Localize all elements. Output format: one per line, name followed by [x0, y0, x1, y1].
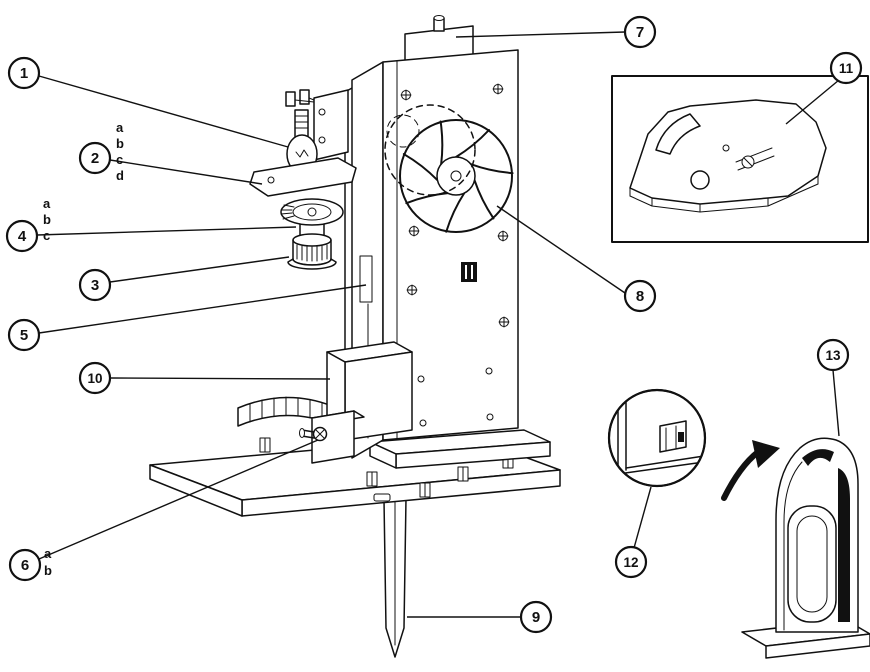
callout-12-label: 12	[623, 555, 638, 570]
switch	[461, 262, 477, 282]
fan	[384, 104, 514, 233]
dashed-detail-circle	[384, 104, 476, 196]
main-assembly	[149, 15, 561, 658]
callout-5: 5	[7, 318, 41, 352]
callout-11-label: 11	[839, 61, 854, 76]
callout-8-label: 8	[636, 288, 644, 305]
callout-13-label: 13	[825, 348, 841, 363]
callout-7-label: 7	[636, 24, 644, 41]
callout-2-label: 2	[91, 150, 99, 167]
callout-4-label: 4	[18, 228, 27, 245]
callout-6-sub-a: a	[44, 546, 52, 561]
callout-9-label: 9	[532, 609, 540, 626]
panel-screws	[400, 83, 510, 427]
lamp-bracket	[249, 157, 357, 197]
callout-3-label: 3	[91, 277, 99, 294]
callout-8: 8	[623, 279, 657, 313]
callout-11: 11	[829, 51, 863, 85]
callout-7: 7	[623, 15, 657, 49]
callout-4-sub-a: a	[43, 196, 51, 211]
callout-2-sub-d: d	[116, 168, 124, 183]
callout-4-sub-c: c	[43, 228, 50, 243]
callout-2-sub-a: a	[116, 120, 124, 135]
callout-1-label: 1	[20, 65, 28, 82]
clamp-block	[299, 410, 365, 464]
cover-opening-inner	[796, 515, 828, 613]
dashed-detail-circle-small	[386, 114, 420, 148]
callout-1: 1	[7, 56, 41, 90]
cover-opening-outer	[787, 505, 837, 623]
side-bracket	[359, 255, 373, 303]
callout-6-sub-b: b	[44, 563, 52, 578]
callouts: 1 2 3 4 5 6 7 8	[5, 15, 863, 634]
callout-13: 13	[816, 338, 850, 372]
pedestal	[369, 429, 551, 469]
callout-4-sub-b: b	[43, 212, 51, 227]
callout-9: 9	[519, 600, 553, 634]
callout-2: 2	[78, 141, 112, 175]
insert-arrow-icon	[721, 440, 780, 501]
callout-2-sub-c: c	[116, 152, 123, 167]
callout-5-label: 5	[20, 327, 28, 344]
baseplate-part	[629, 99, 827, 213]
leader-lines	[36, 31, 840, 618]
board-slot	[373, 493, 391, 502]
callout-2-sub-b: b	[116, 136, 124, 151]
lamp-assembly	[249, 89, 357, 270]
callout-6: 6	[8, 548, 42, 582]
callout-3: 3	[78, 268, 112, 302]
board-clips	[259, 437, 514, 498]
ground-stake	[383, 497, 407, 658]
clip-detail-drawing	[617, 395, 705, 477]
sub-labels: a b c d a b c a b	[43, 120, 124, 578]
cover-part	[721, 437, 870, 659]
inset-clip-detail	[607, 388, 707, 488]
lamp-mount-plate	[313, 89, 349, 161]
inset-baseplate	[611, 75, 869, 243]
callout-6-label: 6	[21, 557, 29, 574]
fan-blades	[402, 120, 514, 233]
adjustment-knob	[287, 233, 337, 270]
reflector-dish	[280, 198, 344, 226]
lamp-contact-pin	[299, 89, 310, 105]
callout-4: 4	[5, 219, 39, 253]
callout-12: 12	[614, 545, 648, 579]
lamp-contact-pin	[285, 91, 296, 107]
callout-10-label: 10	[87, 371, 102, 386]
callout-10: 10	[78, 361, 112, 395]
